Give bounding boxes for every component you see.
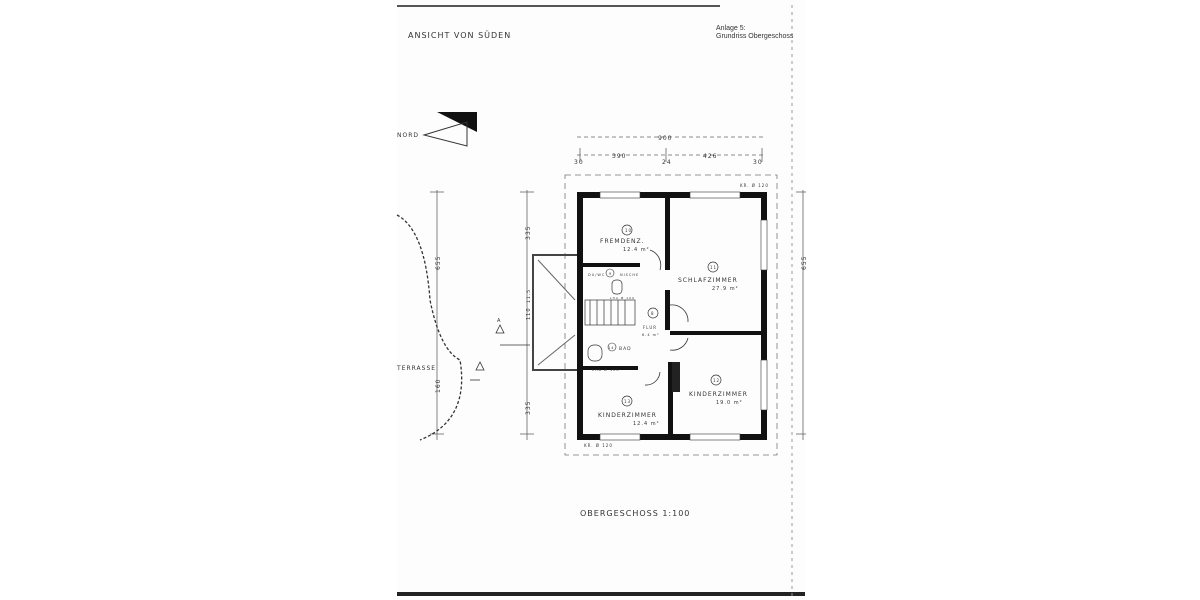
room-name: DU/WC — [588, 273, 605, 277]
room-wc: 9 DU/WC NISCHE — [588, 268, 639, 278]
window-note: KR. Ø 120 — [584, 443, 613, 448]
attachment-label: Anlage 5: — [716, 25, 746, 32]
attachment-title: Grundriss Obergeschoss — [716, 33, 794, 40]
window-note: KR. Ø 120 — [740, 183, 769, 188]
dim-part: 24 — [662, 159, 672, 166]
dim-left-outer: 655 — [435, 256, 442, 270]
room-name: KINDERZIMMER — [598, 412, 657, 419]
section-marker-icon — [470, 324, 530, 381]
dim-part: 426 — [703, 153, 717, 160]
top-dimensions — [577, 136, 765, 162]
room-name: BAD — [619, 346, 632, 352]
room-kinderzimmer-12: 12 KINDERZIMMER 19.0 m² — [689, 374, 748, 406]
dim-left: 335 — [525, 226, 532, 240]
room-sub: NISCHE — [620, 273, 639, 277]
dim-left-outer: 160 — [435, 379, 442, 393]
room-name: KINDERZIMMER — [689, 391, 748, 398]
window-note: LHA Ø 100 — [610, 295, 635, 300]
dim-left: 110 — [526, 307, 532, 320]
terrace-outline — [396, 214, 463, 441]
dim-part: 30 — [753, 159, 763, 166]
section-label: A — [497, 318, 501, 324]
room-fremdenzimmer: 10 FREMDENZ. 12.4 m² — [600, 224, 650, 253]
terrace-label: TERRASSE — [396, 365, 436, 372]
roof-outline — [564, 174, 778, 456]
room-number: 10 — [625, 228, 632, 233]
dim-left: 11.5 — [526, 289, 532, 303]
room-flur: 8 FLUR 6.4 m² — [642, 307, 660, 337]
room-number: 11 — [710, 265, 717, 270]
doors — [644, 249, 689, 386]
attachment-caption: Anlage 5: Grundriss Obergeschoss — [716, 25, 793, 41]
room-area: 6.4 m² — [642, 333, 660, 337]
dim-total: 900 — [658, 135, 672, 142]
room-number: 12 — [713, 378, 720, 383]
room-name: FREMDENZ. — [600, 238, 645, 245]
room-number: 14 — [608, 346, 614, 350]
room-area: 27.9 m² — [712, 286, 739, 292]
view-label: ANSICHT VON SÜDEN — [408, 30, 511, 40]
side-dimensions — [430, 190, 806, 440]
room-name: FLUR — [643, 325, 657, 330]
room-area: 12.4 m² — [633, 421, 660, 427]
plan-title: OBERGESCHOSS 1:100 — [580, 509, 690, 518]
north-arrow-icon: NORD — [397, 112, 477, 147]
staircase — [584, 279, 636, 362]
room-area: 12.4 m² — [623, 247, 650, 253]
windows — [599, 191, 768, 441]
room-name: SCHLAFZIMMER — [678, 277, 738, 284]
dim-right: 655 — [801, 256, 808, 270]
north-label: NORD — [397, 132, 419, 139]
room-number: 9 — [609, 272, 612, 276]
room-number: 13 — [624, 399, 631, 404]
room-schlafzimmer: 11 SCHLAFZIMMER 27.9 m² — [678, 261, 739, 292]
room-area: 19.0 m² — [716, 400, 743, 406]
dim-part: 390 — [612, 153, 626, 160]
room-number: 8 — [651, 311, 655, 316]
dim-part: 30 — [574, 159, 584, 166]
roof-porch — [532, 254, 579, 371]
room-bad: 14 BAD — [607, 342, 632, 352]
room-kinderzimmer-13: 13 KINDERZIMMER 12.4 m² — [598, 395, 660, 427]
window-note: LHA Ø 100 — [592, 367, 620, 372]
walls — [577, 192, 767, 440]
dim-left: 335 — [525, 401, 532, 415]
